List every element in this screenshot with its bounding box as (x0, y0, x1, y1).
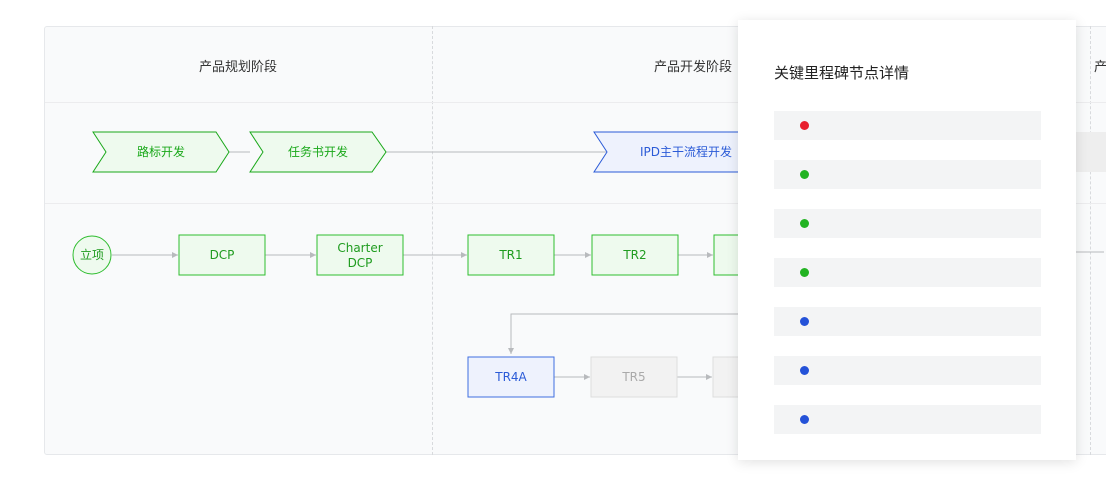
phase-next-shape (1076, 132, 1106, 172)
milestone-charter-dcp-line1: Charter (337, 241, 382, 255)
milestone-dcp-label: DCP (210, 248, 235, 262)
milestone-tr2-label: TR2 (622, 248, 646, 262)
phase-roadmap-shape (92, 131, 230, 173)
milestone-detail-row[interactable] (774, 356, 1041, 385)
stage-title-next: 产品 (1094, 60, 1106, 75)
milestone-detail-row[interactable] (774, 160, 1041, 189)
milestone-start[interactable]: 立项 (72, 235, 112, 275)
status-dot-icon (800, 170, 809, 179)
row-divider (45, 203, 1106, 204)
row-divider (45, 102, 1106, 103)
milestone-tr1-box (467, 234, 555, 276)
milestone-tr4a-label: TR4A (494, 370, 527, 384)
milestone-charter-dcp-box (316, 234, 404, 276)
milestone-tr4a-box (467, 356, 555, 398)
milestone-tr5-box (590, 356, 678, 398)
milestone-charter-dcp[interactable]: Charter DCP (316, 234, 404, 276)
branch-connector (508, 313, 770, 354)
phase-roadmap[interactable]: 路标开发 (92, 131, 230, 173)
milestone-start-label: 立项 (80, 247, 104, 262)
milestone-tr2-box (591, 234, 679, 276)
panel-title: 关键里程碑节点详情 (774, 64, 910, 82)
status-dot-icon (800, 366, 809, 375)
milestone-charter-dcp-line2: DCP (348, 256, 373, 270)
milestone-detail-row[interactable] (774, 209, 1041, 238)
status-dot-icon (800, 121, 809, 130)
milestone-detail-row[interactable] (774, 111, 1041, 140)
milestone-start-shape (72, 235, 112, 275)
milestone-detail-row[interactable] (774, 405, 1041, 434)
milestone-detail-row[interactable] (774, 258, 1041, 287)
phase-charter[interactable]: 任务书开发 (249, 131, 387, 173)
phase-roadmap-label: 路标开发 (137, 144, 185, 159)
milestone-tr4a[interactable]: TR4A (467, 356, 555, 398)
milestone-tr5[interactable]: TR5 (590, 356, 678, 398)
milestone-tr5-label: TR5 (621, 370, 645, 384)
phase-charter-shape (249, 131, 387, 173)
milestone-dcp-box (178, 234, 266, 276)
phase-ipd-label: IPD主干流程开发 (640, 144, 732, 159)
phase-charter-label: 任务书开发 (288, 144, 348, 159)
stage-divider (432, 26, 433, 455)
milestone-tr1-label: TR1 (498, 248, 522, 262)
status-dot-icon (800, 268, 809, 277)
milestone-detail-row[interactable] (774, 307, 1041, 336)
milestone-detail-panel: 关键里程碑节点详情 (738, 20, 1076, 460)
milestone-dcp[interactable]: DCP (178, 234, 266, 276)
stage-title-development: 产品开发阶段 (653, 60, 733, 75)
status-dot-icon (800, 415, 809, 424)
milestone-tr2[interactable]: TR2 (591, 234, 679, 276)
milestone-tr1[interactable]: TR1 (467, 234, 555, 276)
status-dot-icon (800, 317, 809, 326)
stage-title-planning: 产品规划阶段 (198, 60, 278, 75)
stage-divider (1090, 26, 1091, 455)
status-dot-icon (800, 219, 809, 228)
